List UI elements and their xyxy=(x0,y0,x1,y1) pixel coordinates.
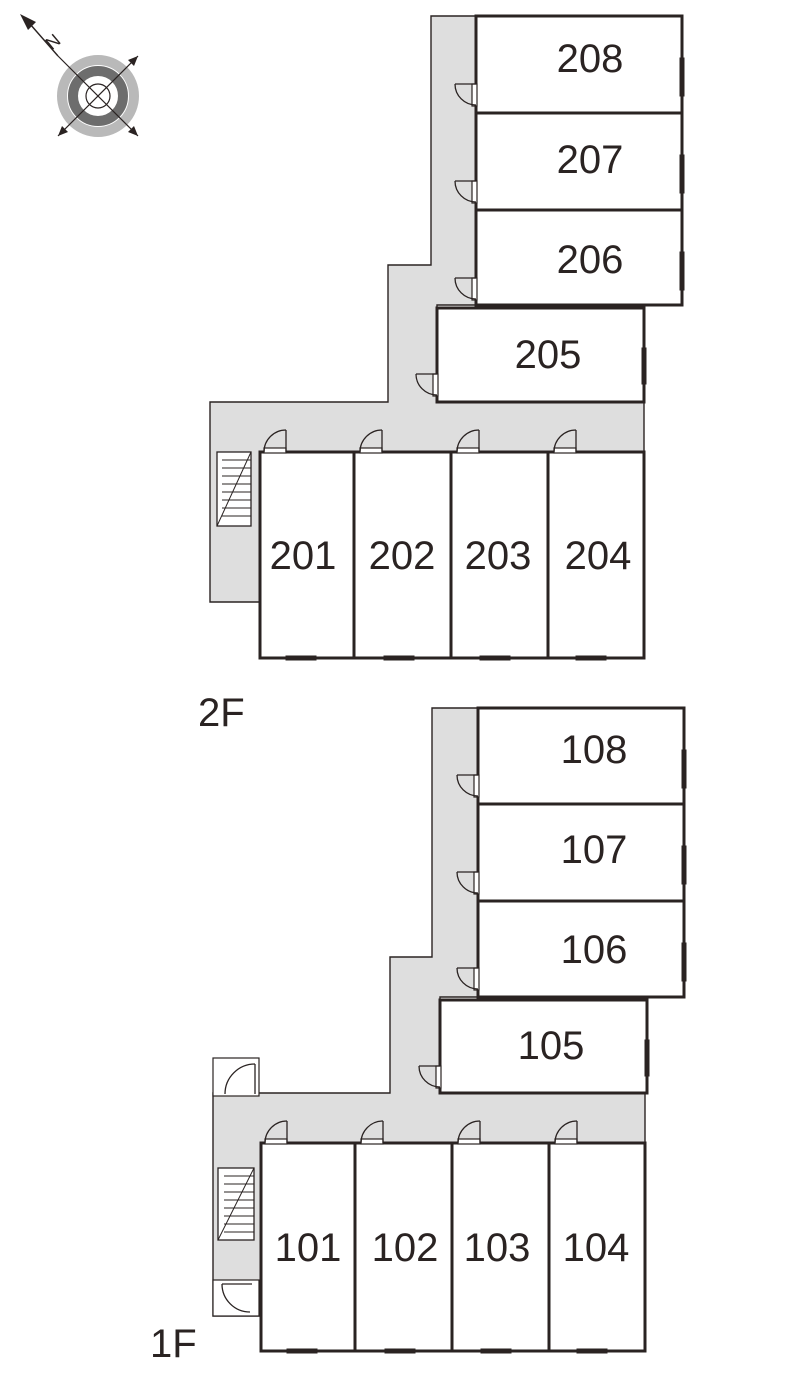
floor-2f: 208 207 206 205 201 202 203 204 2F xyxy=(198,14,685,735)
window xyxy=(679,57,685,97)
door-icon xyxy=(224,1063,256,1095)
door-icon xyxy=(454,83,478,107)
unit-201 xyxy=(258,450,356,660)
door-icon xyxy=(360,1120,384,1145)
unit-105 xyxy=(438,998,649,1095)
unit-label-203: 203 xyxy=(465,534,532,578)
unit-label-108: 108 xyxy=(561,728,628,772)
unit-207 xyxy=(474,111,684,212)
unit-label-104: 104 xyxy=(563,1226,630,1270)
unit-label-106: 106 xyxy=(561,928,628,972)
door-icon xyxy=(415,373,439,397)
unit-label-201: 201 xyxy=(270,534,337,578)
unit-204 xyxy=(546,450,646,660)
unit-label-207: 207 xyxy=(557,138,624,182)
door-icon xyxy=(418,1065,442,1089)
window xyxy=(679,251,685,291)
door-icon xyxy=(454,180,478,204)
unit-103 xyxy=(450,1141,551,1353)
north-label: N xyxy=(42,30,65,54)
unit-102 xyxy=(353,1141,454,1353)
window xyxy=(576,1348,608,1354)
window xyxy=(679,154,685,194)
unit-label-105: 105 xyxy=(518,1024,585,1068)
window xyxy=(479,655,511,661)
door-icon xyxy=(263,429,287,454)
unit-106 xyxy=(476,899,686,999)
window xyxy=(383,655,415,661)
door-icon xyxy=(456,871,480,895)
unit-202 xyxy=(352,450,453,660)
window xyxy=(285,655,317,661)
unit-label-102: 102 xyxy=(372,1226,439,1270)
window xyxy=(480,1348,512,1354)
door-icon xyxy=(454,277,478,301)
unit-label-204: 204 xyxy=(565,534,632,578)
door-icon xyxy=(359,429,383,454)
window xyxy=(575,655,607,661)
door-icon xyxy=(456,967,480,991)
floor-label-1f: 1F xyxy=(150,1322,197,1366)
unit-101 xyxy=(259,1141,357,1353)
window xyxy=(681,942,687,982)
window xyxy=(681,749,687,789)
door-icon xyxy=(553,429,577,454)
unit-206 xyxy=(474,208,684,307)
door-icon xyxy=(457,1120,481,1145)
unit-label-206: 206 xyxy=(557,238,624,282)
window xyxy=(286,1348,318,1354)
unit-104 xyxy=(547,1141,647,1353)
floor-label-2f: 2F xyxy=(198,691,245,735)
unit-label-205: 205 xyxy=(515,333,582,377)
door-icon xyxy=(456,774,480,798)
window xyxy=(641,347,647,385)
door-icon xyxy=(456,429,480,454)
entrance-box xyxy=(212,1279,260,1317)
unit-205 xyxy=(435,306,646,404)
compass-icon: N xyxy=(20,14,139,137)
window xyxy=(681,845,687,885)
door-icon xyxy=(221,1283,252,1313)
unit-label-107: 107 xyxy=(561,828,628,872)
door-icon xyxy=(264,1120,288,1145)
floor-1f: 108 107 106 105 101 102 103 104 1F xyxy=(150,706,687,1366)
stair-1f xyxy=(217,1167,255,1241)
unit-label-208: 208 xyxy=(557,37,624,81)
unit-203 xyxy=(449,450,550,660)
door-icon xyxy=(554,1120,578,1145)
window xyxy=(384,1348,416,1354)
unit-label-101: 101 xyxy=(275,1226,342,1270)
unit-label-103: 103 xyxy=(464,1226,531,1270)
unit-108 xyxy=(476,706,686,806)
unit-label-202: 202 xyxy=(369,534,436,578)
window xyxy=(644,1039,650,1077)
stair-2f xyxy=(216,451,252,527)
